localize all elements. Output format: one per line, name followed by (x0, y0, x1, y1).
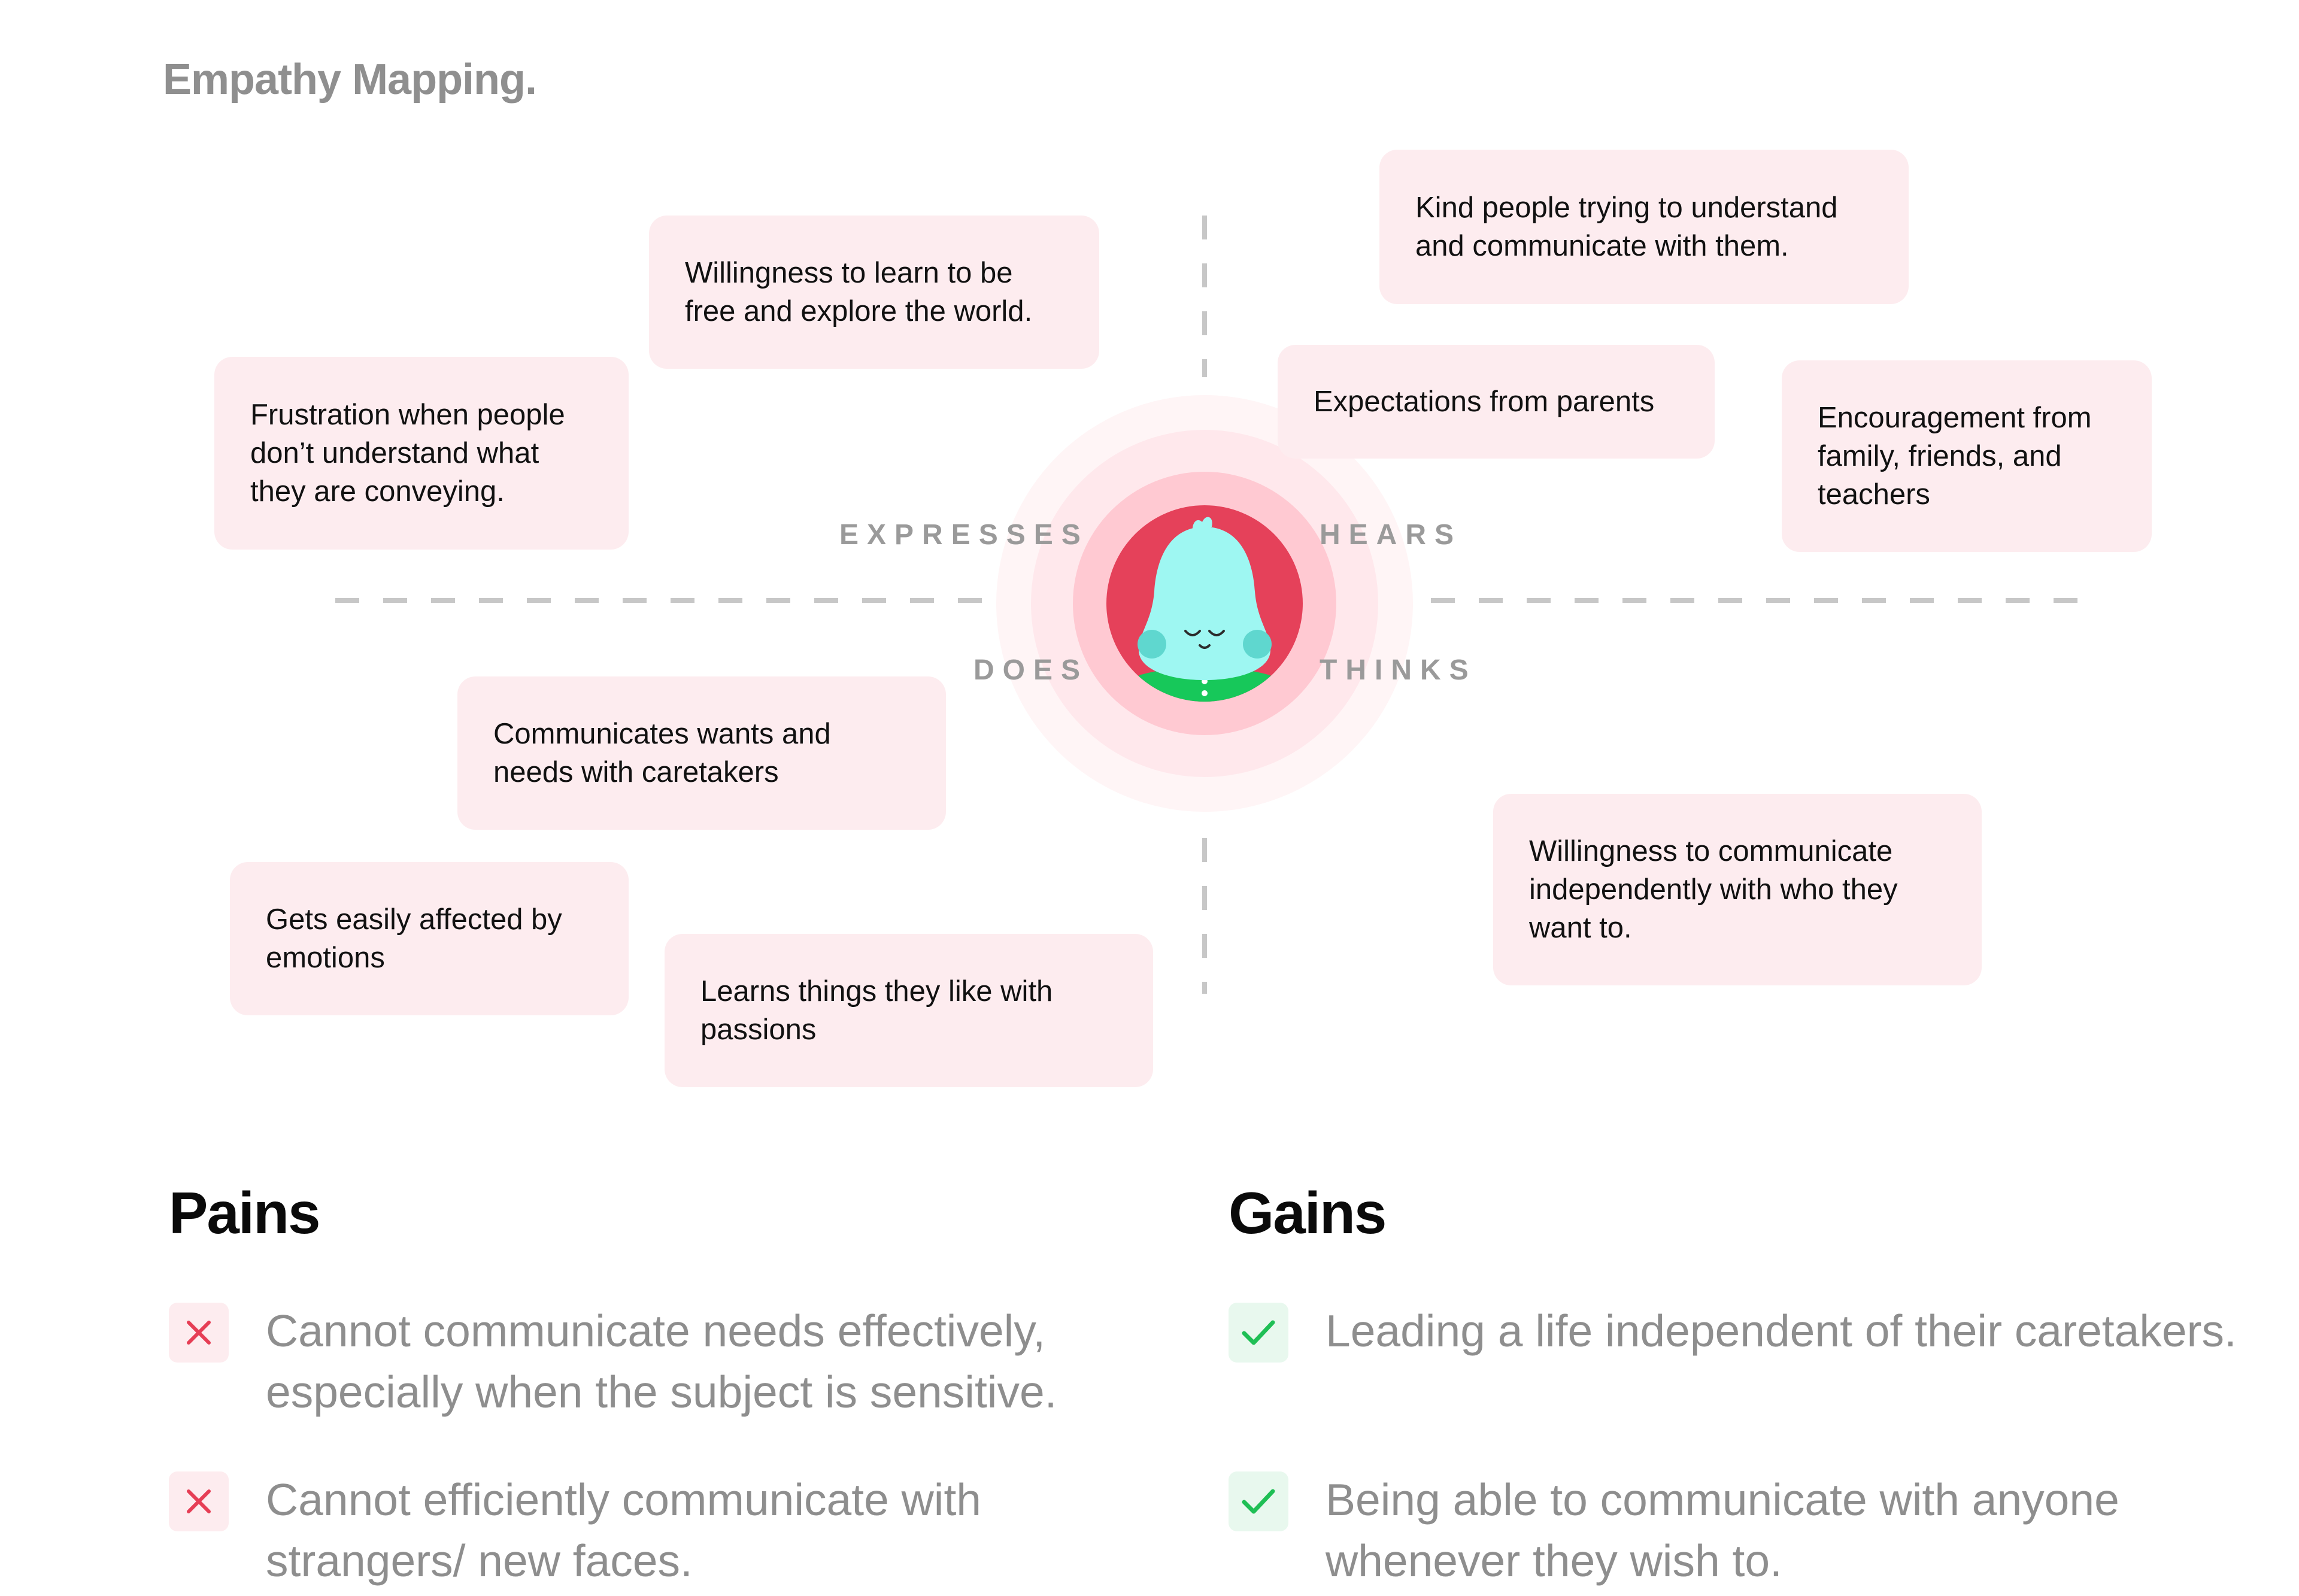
card-text: Learns things they like with passions (700, 975, 1053, 1046)
quadrant-label-thinks: THINKS (1320, 654, 1477, 686)
gain-item: Leading a life independent of their care… (1229, 1303, 2258, 1363)
card-hears-expectations: Expectations from parents (1278, 345, 1715, 459)
card-does-communicates: Communicates wants and needs with careta… (457, 676, 946, 830)
cross-icon (169, 1303, 229, 1363)
card-expresses-learn: Willingness to learn to be free and expl… (649, 216, 1099, 369)
card-text: Willingness to learn to be free and expl… (685, 257, 1033, 327)
card-text: Frustration when people don’t understand… (250, 399, 565, 508)
card-does-learns: Learns things they like with passions (665, 934, 1153, 1087)
avatar-tuft (1192, 517, 1212, 533)
card-text: Gets easily affected by emotions (266, 903, 562, 974)
card-text: Willingness to communicate independently… (1529, 835, 1898, 944)
card-hears-encouragement: Encouragement from family, friends, and … (1782, 360, 2152, 552)
card-hears-kind-people: Kind people trying to understand and com… (1379, 150, 1909, 304)
gain-item: Being able to communicate with anyone wh… (1229, 1471, 2258, 1591)
page-title: Empathy Mapping. (163, 56, 537, 104)
gain-text: Leading a life independent of their care… (1326, 1306, 2237, 1356)
quadrant-label-hears: HEARS (1320, 519, 1463, 551)
avatar-eye-right (1208, 630, 1225, 636)
card-thinks-independence: Willingness to communicate independently… (1493, 794, 1982, 985)
avatar-shirt (1139, 666, 1270, 702)
avatar-body (1139, 527, 1270, 680)
cross-icon (169, 1471, 229, 1531)
check-icon (1229, 1303, 1288, 1363)
avatar-cheek-right (1243, 630, 1272, 659)
avatar-cheek-left (1138, 630, 1166, 659)
gains-heading: Gains (1229, 1180, 1387, 1246)
pain-text: Cannot efficiently communicate with stra… (266, 1474, 982, 1586)
avatar-mouth (1199, 644, 1211, 649)
pain-text: Cannot communicate needs effectively, es… (266, 1306, 1057, 1417)
card-does-emotions: Gets easily affected by emotions (230, 862, 629, 1015)
check-icon (1229, 1471, 1288, 1531)
card-text: Expectations from parents (1314, 386, 1655, 418)
card-text: Communicates wants and needs with careta… (493, 718, 831, 788)
card-text: Kind people trying to understand and com… (1415, 192, 1838, 262)
avatar-eye-left (1184, 630, 1201, 636)
pain-item: Cannot communicate needs effectively, es… (169, 1303, 1151, 1422)
avatar-character (1138, 517, 1272, 702)
center-avatar (995, 394, 1414, 813)
card-expresses-frustration: Frustration when people don’t understand… (214, 357, 629, 550)
pain-item: Cannot efficiently communicate with stra… (169, 1471, 1151, 1591)
quadrant-label-does: DOES (973, 654, 1089, 686)
quadrant-label-expresses: EXPRESSES (839, 519, 1089, 551)
gain-text: Being able to communicate with anyone wh… (1326, 1474, 2119, 1586)
card-text: Encouragement from family, friends, and … (1818, 402, 2092, 511)
pains-heading: Pains (169, 1180, 320, 1246)
